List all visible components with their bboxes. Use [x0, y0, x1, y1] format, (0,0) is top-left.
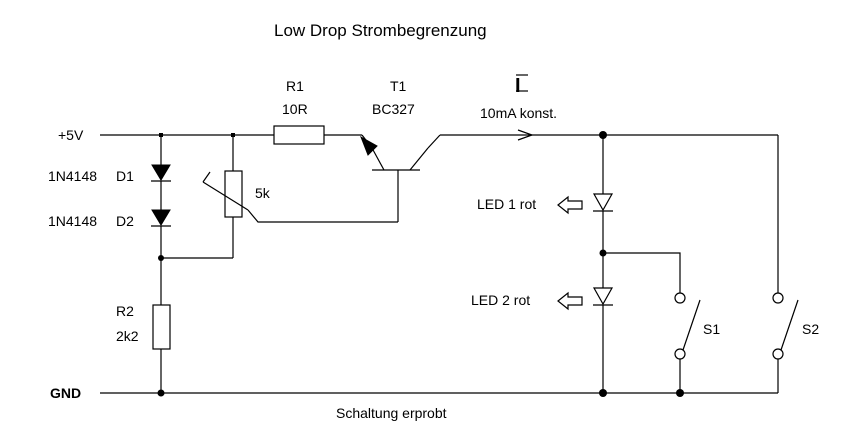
t1-ref: T1 — [390, 78, 407, 94]
ground-rail: GND — [50, 385, 778, 401]
footer-note: Schaltung erprobt — [336, 405, 447, 421]
s2-ref: S2 — [802, 321, 819, 337]
resistor-r1: R1 10R — [273, 78, 362, 145]
r2-ref: R2 — [116, 303, 134, 319]
switch-s2: S2 — [772, 135, 819, 393]
led-1-emission-arrow — [557, 195, 583, 215]
diode-d1: 1N4148 D1 — [48, 135, 171, 210]
d2-ref: D2 — [116, 213, 134, 229]
led-2-label: LED 2 rot — [471, 292, 530, 308]
led-2: LED 2 rot — [471, 287, 614, 393]
led-1: LED 1 rot — [477, 135, 614, 288]
r2-value: 2k2 — [116, 328, 139, 344]
d1-ref: D1 — [116, 168, 134, 184]
d2-part: 1N4148 — [48, 213, 97, 229]
pot-value: 5k — [255, 185, 271, 201]
led-1-label: LED 1 rot — [477, 196, 536, 212]
transistor-t1: T1 BC327 — [360, 78, 441, 222]
r1-value: 10R — [282, 101, 308, 117]
current-label: 10mA konst. — [480, 105, 557, 121]
page-title: Low Drop Strombegrenzung — [274, 21, 487, 40]
ground-label: GND — [50, 385, 81, 401]
t1-value: BC327 — [372, 101, 415, 117]
s1-ref: S1 — [703, 321, 720, 337]
current-path: I 10mA konst. — [440, 74, 778, 141]
supply-label: +5V — [58, 127, 84, 143]
resistor-r2: R2 2k2 — [116, 303, 171, 393]
potentiometer: 5k — [161, 135, 271, 259]
r1-ref: R1 — [286, 78, 304, 94]
current-symbol: I — [515, 75, 521, 97]
supply-rail: +5V — [58, 127, 274, 143]
d1-part: 1N4148 — [48, 168, 97, 184]
switch-s1: S1 — [603, 252, 720, 393]
led-2-emission-arrow — [557, 291, 583, 311]
diode-d2: 1N4148 D2 — [48, 209, 171, 305]
